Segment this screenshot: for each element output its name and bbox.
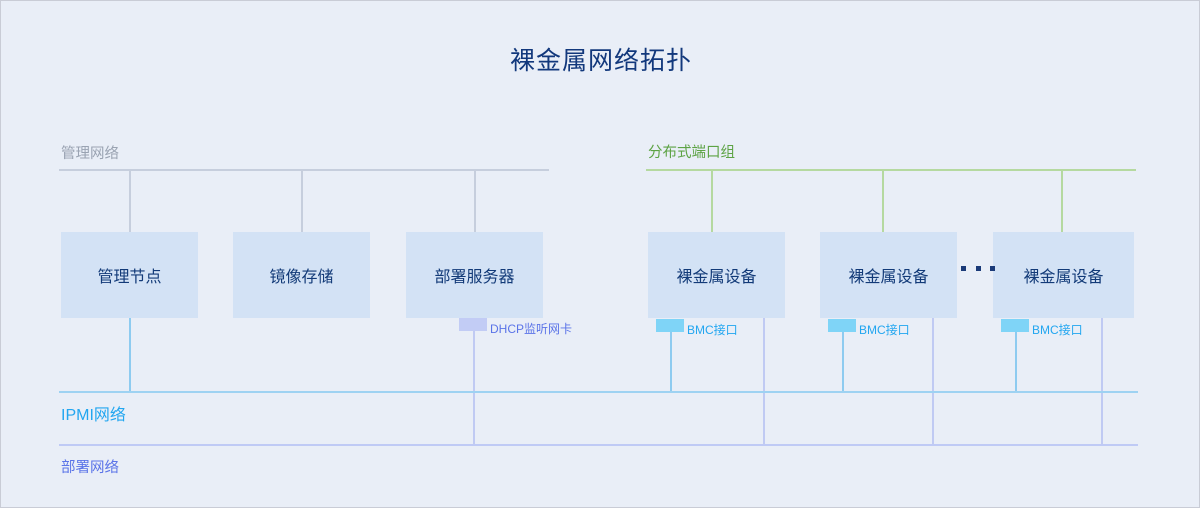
- page-title: 裸金属网络拓扑: [509, 47, 692, 75]
- bus-line-ipmi-network: [59, 391, 1138, 393]
- connector-mgmt-to-image-storage: [301, 169, 303, 232]
- connector-bmc-1-to-ipmi: [670, 332, 672, 392]
- node-label: 管理节点: [97, 269, 162, 286]
- bus-line-management-network: [59, 169, 549, 171]
- dhcp-nic-chip-icon: [459, 318, 487, 331]
- ellipsis-dot: [990, 266, 995, 271]
- node-label: 裸金属设备: [848, 269, 929, 286]
- connector-bare-metal-1-to-deployment-network: [763, 318, 765, 445]
- ellipsis-indicator: [961, 266, 995, 271]
- zone-label-management-network: 管理网络: [61, 146, 119, 162]
- connector-bmc-3-to-ipmi: [1015, 332, 1017, 392]
- connector-dpg-to-bare-metal-1: [711, 169, 713, 232]
- node-box-deploy-server[interactable]: 部署服务器: [406, 232, 543, 318]
- zone-label-deployment-network: 部署网络: [61, 460, 119, 476]
- connector-mgmt-to-management-node: [129, 169, 131, 232]
- connector-bare-metal-2-to-deployment-network: [932, 318, 934, 445]
- node-box-bare-metal-3[interactable]: 裸金属设备: [993, 232, 1134, 318]
- connector-bmc-2-to-ipmi: [842, 332, 844, 392]
- node-label: 镜像存储: [269, 269, 334, 286]
- connector-management-node-to-ipmi: [129, 318, 131, 392]
- connector-dpg-to-bare-metal-3: [1061, 169, 1063, 232]
- node-box-management-node[interactable]: 管理节点: [61, 232, 198, 318]
- connector-mgmt-to-deploy-server: [474, 169, 476, 232]
- bmc-port-label-2: BMC接口: [859, 323, 910, 337]
- ellipsis-dot: [961, 266, 966, 271]
- zone-label-ipmi-network: IPMI网络: [61, 407, 126, 424]
- bmc-nic-chip-icon-3: [1001, 319, 1029, 332]
- bmc-nic-chip-icon-1: [656, 319, 684, 332]
- ellipsis-dot: [975, 266, 981, 271]
- dhcp-nic-label: DHCP监听网卡: [490, 322, 573, 336]
- bus-line-distributed-port-group: [646, 169, 1136, 171]
- node-label: 裸金属设备: [676, 269, 757, 286]
- bmc-port-label-1: BMC接口: [687, 323, 738, 337]
- connector-dpg-to-bare-metal-2: [882, 169, 884, 232]
- node-box-bare-metal-1[interactable]: 裸金属设备: [648, 232, 785, 318]
- node-box-bare-metal-2[interactable]: 裸金属设备: [820, 232, 957, 318]
- node-label: 部署服务器: [434, 269, 515, 286]
- node-box-image-storage[interactable]: 镜像存储: [233, 232, 370, 318]
- node-label: 裸金属设备: [1023, 269, 1104, 286]
- bus-line-deployment-network: [59, 444, 1138, 446]
- connector-bare-metal-3-to-deployment-network: [1101, 318, 1103, 445]
- zone-label-distributed-port-group: 分布式端口组: [648, 145, 735, 161]
- bmc-port-label-3: BMC接口: [1032, 323, 1083, 337]
- bmc-nic-chip-icon-2: [828, 319, 856, 332]
- connector-dhcp-nic-to-deployment-network: [473, 331, 475, 445]
